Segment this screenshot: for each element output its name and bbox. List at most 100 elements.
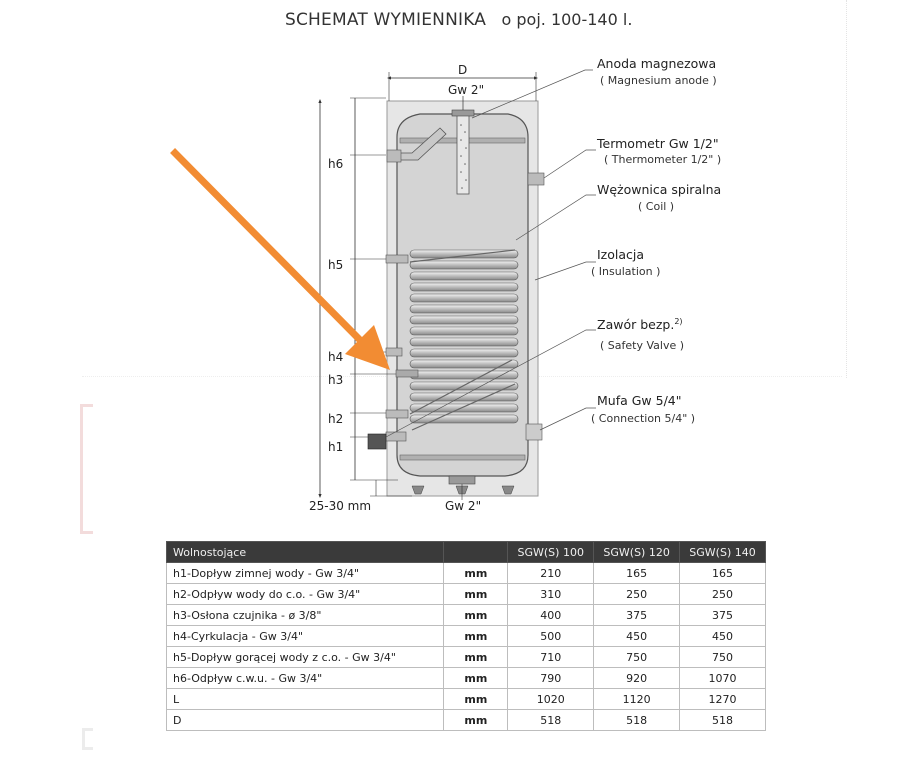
row-unit: mm [443,625,509,647]
coil-loop [409,359,519,369]
row-unit: mm [443,562,509,584]
header-cell [443,541,509,563]
row-value: 165 [593,562,681,584]
label-safety-valve-en: ( Safety Valve ) [600,339,685,352]
title-sub: o poj. 100-140 l. [501,10,633,29]
diagram-title: SCHEMAT WYMIENNIKA o poj. 100-140 l. [285,10,632,30]
label-safety-valve-sup: 2) [674,317,683,326]
row-value: 250 [593,583,681,605]
coil-loop [409,260,519,270]
sensor-port [395,369,419,378]
row-value: 165 [679,562,766,584]
label-anode: Anoda magnezowa [597,56,717,71]
row-label: h1-Dopływ zimnej wody - Gw 3/4" [165,562,445,584]
header-cell: SGW(S) 100 [507,541,595,563]
circulation-port [385,347,403,357]
row-label: h5-Dopływ gorącej wody z c.o. - Gw 3/4" [165,646,445,668]
row-value: 310 [507,583,595,605]
row-value: 500 [507,625,595,647]
row-label: h2-Odpływ wody do c.o. - Gw 3/4" [165,583,445,605]
cold-inlet-port [385,431,407,442]
row-value: 1270 [679,688,766,710]
bottom-conn-label: Gw 2" [445,499,482,513]
row-value: 1070 [679,667,766,689]
feet-height-label: 25-30 mm [309,499,372,513]
row-value: 710 [507,646,595,668]
row-value: 790 [507,667,595,689]
coil-loop [409,326,519,336]
row-value: 250 [679,583,766,605]
dim-D-label: D [458,63,468,77]
label-insulation-en: ( Insulation ) [591,265,661,278]
thermometer-port [527,172,545,186]
foot-left [411,485,425,495]
row-value: 750 [679,646,766,668]
anode-rod [456,113,470,195]
row-value: 1120 [593,688,681,710]
highlight-arrow [170,148,390,370]
label-coil-en: ( Coil ) [638,200,675,213]
h6-label: h6 [328,157,344,171]
foot-right [501,485,515,495]
header-cell: SGW(S) 120 [593,541,681,563]
coil-loop [409,304,519,314]
hot-outlet-stub [386,149,402,163]
coil-loop [409,249,519,259]
row-value: 210 [507,562,595,584]
h1-label: h1 [328,440,344,454]
coil-loop [409,271,519,281]
label-safety-valve: Zawór bezp.2) [597,317,683,332]
page-mark-left [80,404,93,534]
label-connection-en: ( Connection 5/4" ) [591,412,696,425]
h4-label: h4 [328,350,344,364]
row-value: 375 [593,604,681,626]
connection-port [525,423,543,441]
row-value: 375 [679,604,766,626]
h3-label: h3 [328,373,344,387]
row-value: 450 [679,625,766,647]
title-main: SCHEMAT WYMIENNIKA [285,10,487,30]
row-unit: mm [443,709,509,731]
page-mark-left-bottom [82,728,93,750]
row-value: 518 [593,709,681,731]
label-safety-valve-text: Zawór bezp. [597,317,675,333]
row-value: 1020 [507,688,595,710]
row-value: 920 [593,667,681,689]
top-conn-label: Gw 2" [448,83,485,97]
header-cell: SGW(S) 140 [679,541,766,563]
row-unit: mm [443,667,509,689]
coil-group [385,249,519,431]
label-insulation: Izolacja [597,247,645,262]
tank-bottom-band [399,454,526,461]
header-cell: Wolnostojące [165,541,445,563]
row-value: 450 [593,625,681,647]
table-header-row: Wolnostojące SGW(S) 100 SGW(S) 120 SGW(S… [165,541,766,563]
coil-loop [409,315,519,325]
callout-leaders [385,69,596,438]
row-unit: mm [443,688,509,710]
label-anode-en: ( Magnesium anode ) [600,74,717,87]
row-value: 518 [679,709,766,731]
row-label: h4-Cyrkulacja - Gw 3/4" [165,625,445,647]
coil-loop [409,348,519,358]
row-unit: mm [443,646,509,668]
row-unit: mm [443,604,509,626]
bottom-connection [448,475,476,485]
spec-table: Wolnostojące SGW(S) 100 SGW(S) 120 SGW(S… [165,541,766,731]
row-label: L [165,688,445,710]
label-connection: Mufa Gw 5/4" [597,393,682,408]
h2-label: h2 [328,412,344,426]
safety-valve-body [367,433,387,450]
row-label: D [165,709,445,731]
coil-loop [409,282,519,292]
top-port [451,109,475,117]
coil-loop [409,414,519,424]
h5-label: h5 [328,258,344,272]
coil-loop [409,293,519,303]
